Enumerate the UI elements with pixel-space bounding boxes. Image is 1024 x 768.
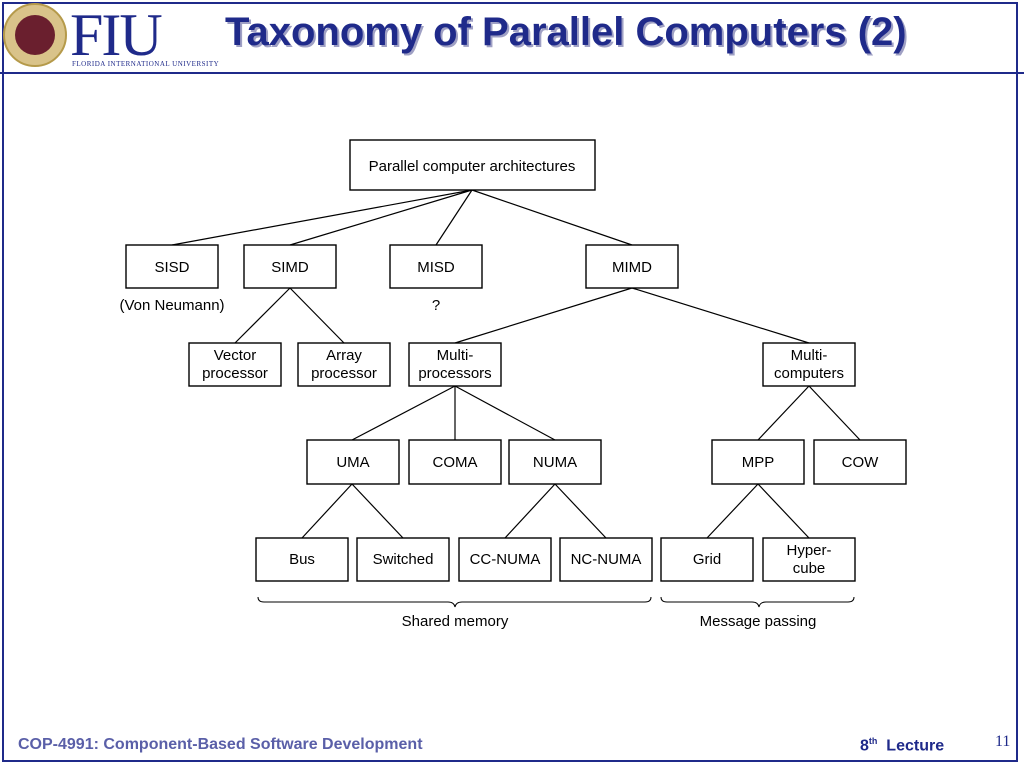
header-divider [0, 72, 1024, 74]
label-nc-numa: NC-NUMA [571, 551, 642, 568]
slide-header: FIU FLORIDA INTERNATIONAL UNIVERSITY Tax… [0, 0, 1024, 72]
node-vector-processor [188, 342, 282, 387]
label-multiprocessors-line1: Multi- [437, 347, 474, 364]
node-multiprocessors [408, 342, 502, 387]
node-switched [356, 537, 450, 582]
node-mpp [711, 439, 805, 485]
node-cow [813, 439, 907, 485]
node-hypercube [762, 537, 856, 582]
slide-title: Taxonomy of Parallel Computers (2) [225, 10, 907, 54]
label-switched: Switched [373, 551, 434, 568]
label-cow: COW [842, 454, 880, 471]
label-cc-numa: CC-NUMA [470, 551, 541, 568]
label-vector-line2: processor [202, 365, 268, 382]
label-message-passing: Message passing [700, 613, 817, 630]
node-misd [389, 244, 483, 289]
label-misd: MISD [417, 259, 455, 276]
university-seal-icon [3, 3, 67, 67]
label-multiprocessors-line2: processors [418, 365, 491, 382]
label-von-neumann: (Von Neumann) [119, 297, 224, 314]
label-coma: COMA [433, 454, 478, 471]
lecture-ordinal: th [868, 736, 878, 746]
label-vector-line1: Vector [214, 347, 257, 364]
lecture-word: Lecture [886, 737, 945, 755]
message-passing-brace [660, 596, 855, 608]
label-array-line1: Array [326, 347, 362, 364]
node-numa [508, 439, 602, 485]
university-logo: FIU [70, 2, 163, 68]
connectors [171, 189, 861, 539]
label-mpp: MPP [742, 454, 775, 471]
label-numa: NUMA [533, 454, 577, 471]
footer-lecture: 8th Lecture [860, 736, 944, 755]
node-bus [255, 537, 349, 582]
node-array-processor [297, 342, 391, 387]
label-hypercube-line1: Hyper- [786, 542, 831, 559]
node-parallel-architectures [349, 139, 596, 191]
node-nc-numa [559, 537, 653, 582]
node-cc-numa [458, 537, 552, 582]
label-parallel-architectures: Parallel computer architectures [369, 158, 576, 175]
node-multicomputers [762, 342, 856, 387]
node-coma [408, 439, 502, 485]
label-array-line2: processor [311, 365, 377, 382]
node-simd [243, 244, 337, 289]
label-simd: SIMD [271, 259, 309, 276]
label-multicomputers-line1: Multi- [791, 347, 828, 364]
label-hypercube-line2: cube [793, 560, 826, 577]
lecture-number: 8 [860, 737, 869, 755]
label-bus: Bus [289, 551, 315, 568]
label-multicomputers-line2: computers [774, 365, 844, 382]
node-grid [660, 537, 754, 582]
label-mimd: MIMD [612, 259, 652, 276]
footer-course: COP-4991: Component-Based Software Devel… [18, 736, 423, 753]
label-misd-question: ? [432, 297, 440, 314]
grouping-braces [257, 596, 855, 608]
node-sisd [125, 244, 219, 289]
label-grid: Grid [693, 551, 721, 568]
label-sisd: SISD [154, 259, 189, 276]
label-shared-memory: Shared memory [402, 613, 509, 630]
page-number: 11 [995, 733, 1011, 750]
label-uma: UMA [336, 454, 369, 471]
university-logo-subtitle: FLORIDA INTERNATIONAL UNIVERSITY [72, 60, 220, 68]
node-mimd [585, 244, 679, 289]
node-uma [306, 439, 400, 485]
shared-memory-brace [257, 596, 652, 608]
